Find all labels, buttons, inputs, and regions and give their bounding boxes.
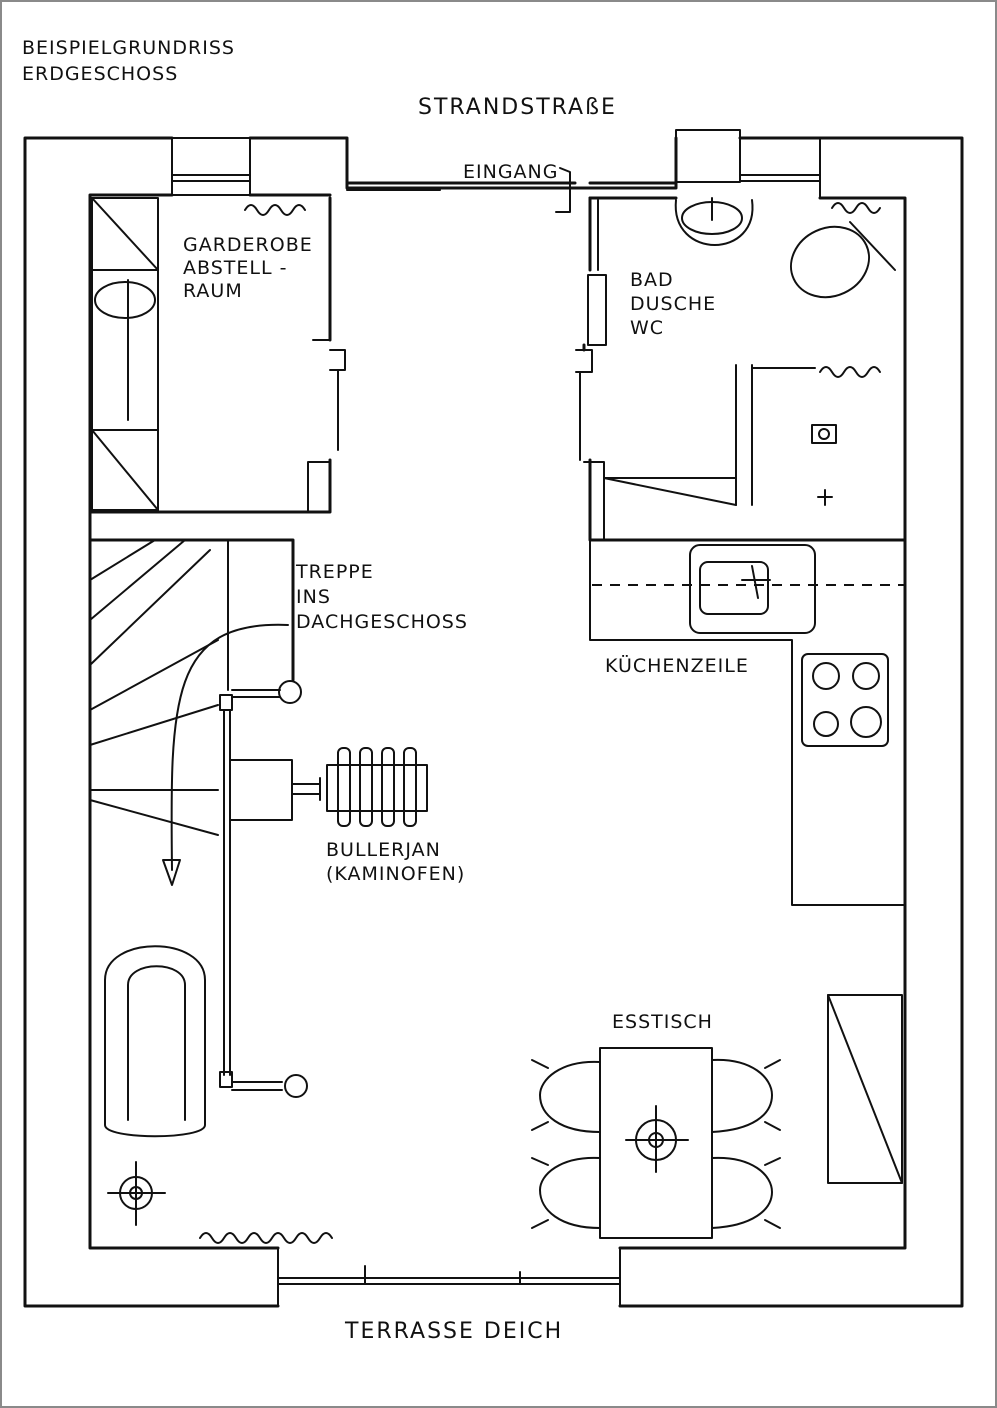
wardrobe-room xyxy=(88,196,346,514)
lamp-icon xyxy=(107,1161,166,1226)
dining-table xyxy=(531,1047,781,1239)
radiator-icon xyxy=(831,202,881,214)
street-label-top: STRANDSTRAßE xyxy=(418,95,617,120)
wardrobe-label-1: GARDEROBE xyxy=(183,234,313,256)
dining-label: ESSTISCH xyxy=(612,1011,713,1033)
stairs-label-2: INS xyxy=(296,586,331,608)
stairs-label-3: DACHGESCHOSS xyxy=(296,611,468,633)
stair-arrow-icon xyxy=(162,859,181,886)
bath-label-1: BAD xyxy=(630,269,674,291)
stove xyxy=(229,747,428,827)
radiator-icon xyxy=(819,366,881,378)
bath-label-3: WC xyxy=(630,317,664,339)
kitchen-label: KÜCHENZEILE xyxy=(605,654,749,677)
stove-label-2: (KAMINOFEN) xyxy=(326,863,465,885)
outer-walls xyxy=(23,129,964,1308)
radiator-icon xyxy=(244,204,306,216)
bathroom xyxy=(575,196,907,542)
kitchen xyxy=(589,539,906,906)
title-line-1: BEISPIELGRUNDRISS xyxy=(22,37,235,59)
entrance-label: EINGANG xyxy=(463,161,558,183)
sideboard xyxy=(827,994,903,1184)
street-label-bottom: TERRASSE DEICH xyxy=(344,1319,563,1344)
wardrobe-label-2: ABSTELL - xyxy=(183,257,287,279)
radiator-icon xyxy=(199,1232,333,1244)
bath-label-2: DUSCHE xyxy=(630,293,716,315)
title-line-2: ERDGESCHOSS xyxy=(22,63,178,85)
stove-label-1: BULLERJAN xyxy=(326,839,441,861)
door-handle-icon xyxy=(555,167,571,213)
wardrobe-label-3: RAUM xyxy=(183,280,243,302)
stairs-label-1: TREPPE xyxy=(295,561,374,583)
armchair xyxy=(104,945,206,1138)
staircase xyxy=(88,538,308,1098)
